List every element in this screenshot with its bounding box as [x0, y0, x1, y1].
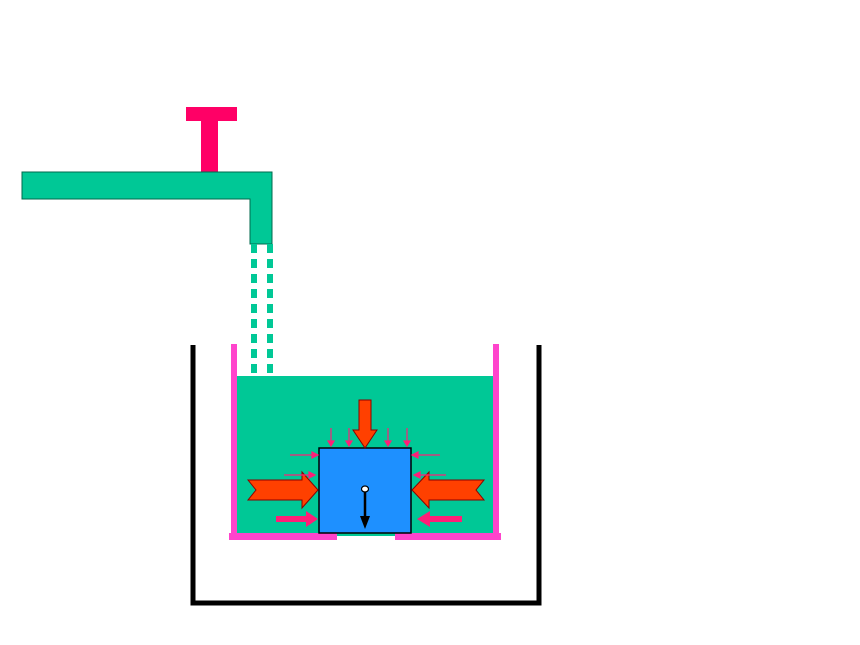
top-small-pressure-arrows [326, 428, 412, 448]
right-pressure-arrow [411, 470, 486, 510]
water-tap [21, 171, 273, 245]
side-small-pressure-arrows [284, 451, 446, 479]
top-pressure-arrow [352, 399, 378, 449]
left-pressure-arrow [246, 470, 319, 510]
inner-vessel-bottom-left [229, 533, 337, 540]
tap-handle [186, 107, 237, 172]
inner-vessel-right-wall [493, 344, 499, 538]
water-stream [251, 244, 273, 376]
outer-container [190, 345, 542, 606]
inner-vessel-bottom-right [395, 533, 501, 540]
bottom-side-pressure-arrows [276, 511, 462, 527]
inner-vessel-left-wall [231, 344, 237, 538]
gravity-arrow [360, 485, 370, 529]
